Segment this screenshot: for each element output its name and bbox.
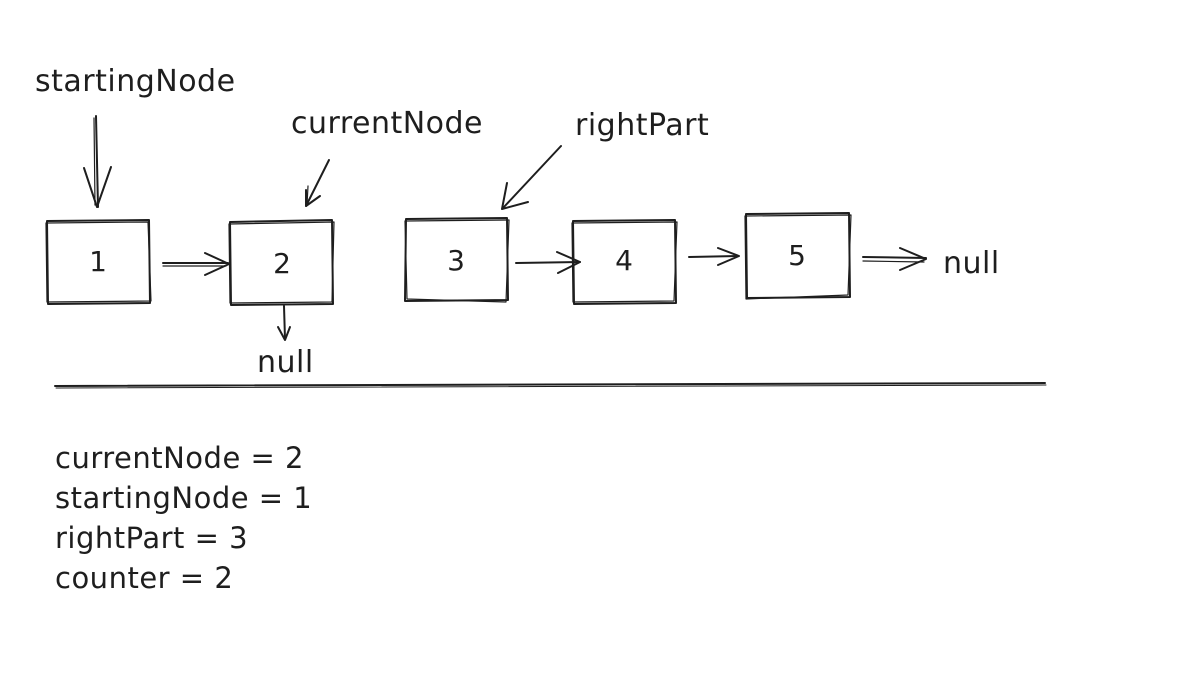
variable-current-node: currentNode = 2 — [55, 441, 304, 475]
arrow-node1-to-node2 — [162, 252, 230, 276]
current-node-label: currentNode — [291, 106, 484, 141]
divider-line — [54, 382, 1047, 389]
arrow-node3-to-node4 — [515, 251, 581, 274]
variable-counter: counter = 2 — [55, 561, 234, 595]
node-value-3: 3 — [447, 244, 465, 277]
node-box-2 — [228, 219, 335, 306]
variable-starting-node: startingNode = 1 — [55, 481, 313, 515]
node-value-1: 1 — [89, 245, 107, 278]
starting-node-label: startingNode — [35, 64, 236, 99]
arrow-node4-to-node5 — [688, 247, 740, 266]
arrow-currentnode-pointer — [305, 159, 330, 207]
arrow-rightpart-pointer — [501, 145, 562, 210]
node-value-2: 2 — [273, 247, 291, 280]
node-box-4 — [571, 219, 678, 305]
null-label-after-node5: null — [943, 246, 1000, 281]
null-label-below-node2: null — [257, 345, 314, 380]
node-value-5: 5 — [788, 239, 806, 272]
node-box-1 — [45, 219, 152, 305]
right-part-label: rightPart — [575, 108, 710, 143]
arrow-node5-to-null — [862, 247, 927, 271]
arrow-startingnode-pointer — [83, 115, 112, 208]
arrow-node2-to-null — [277, 305, 291, 341]
node-value-4: 4 — [615, 244, 633, 277]
node-box-3 — [404, 217, 510, 303]
variable-right-part: rightPart = 3 — [55, 521, 249, 555]
node-box-5 — [744, 212, 852, 300]
